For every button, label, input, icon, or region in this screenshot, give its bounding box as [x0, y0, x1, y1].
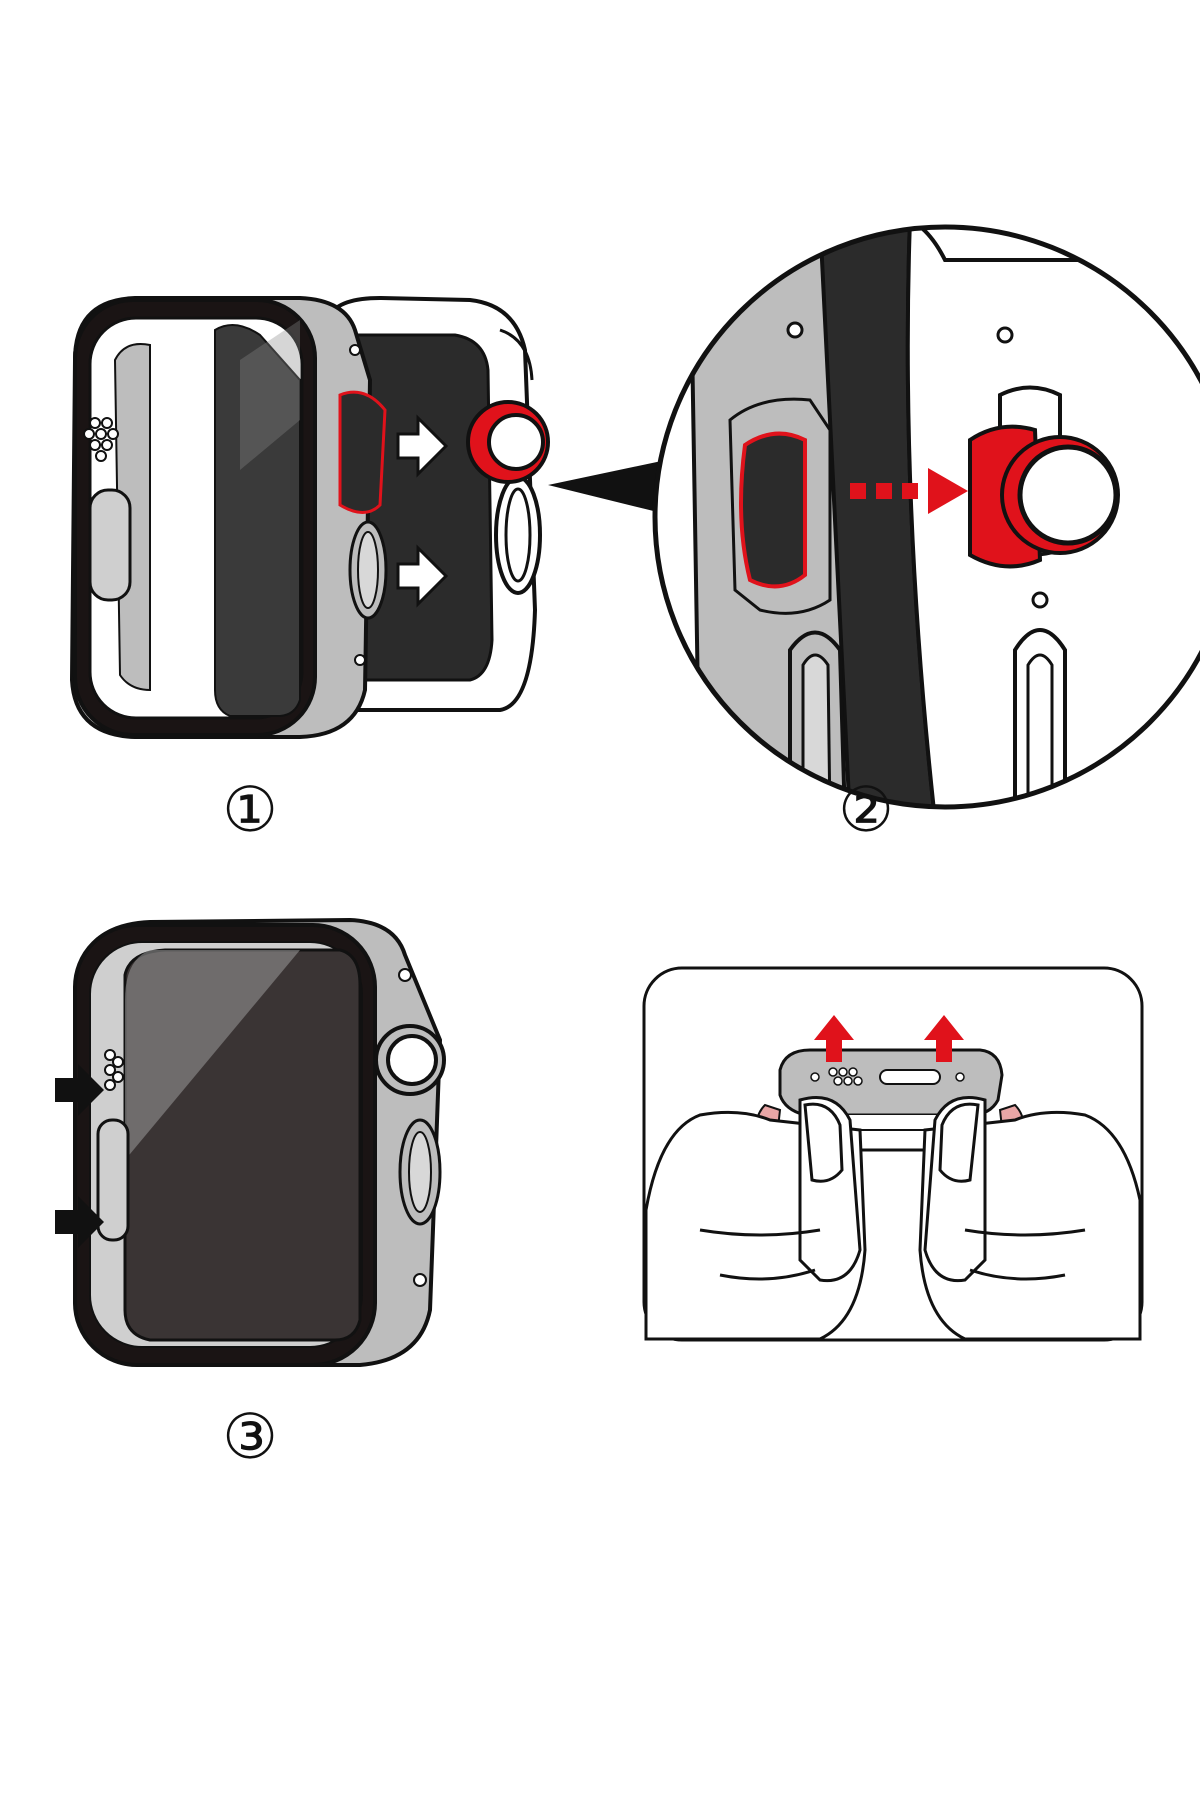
protective-case	[69, 296, 388, 739]
speaker-grille	[828, 1067, 863, 1086]
step3-illustration	[55, 917, 446, 1367]
dotted-arrow-icon	[850, 468, 968, 514]
up-arrow-icon	[924, 1015, 964, 1062]
right-arrow-icon	[396, 414, 449, 478]
step-2-number: ②	[838, 773, 894, 846]
crown-ring-zoom	[968, 424, 1120, 569]
removal-panel	[642, 966, 1144, 1342]
up-arrow-icon	[814, 1015, 854, 1062]
right-hand	[918, 1096, 1142, 1341]
step2-zoom-view	[652, 224, 1200, 810]
step-3-number: ③	[222, 1400, 278, 1473]
speaker-grille	[83, 417, 119, 462]
step-1-number: ①	[222, 773, 278, 846]
crown-ring-installed	[374, 1024, 446, 1096]
right-arrow-icon	[55, 1196, 104, 1248]
crown-ring	[466, 400, 550, 484]
left-hand	[644, 1096, 867, 1341]
right-arrow-icon	[396, 544, 449, 608]
step1-illustration	[69, 295, 690, 739]
right-arrow-icon	[55, 1064, 104, 1116]
speaker-grille	[104, 1049, 124, 1091]
